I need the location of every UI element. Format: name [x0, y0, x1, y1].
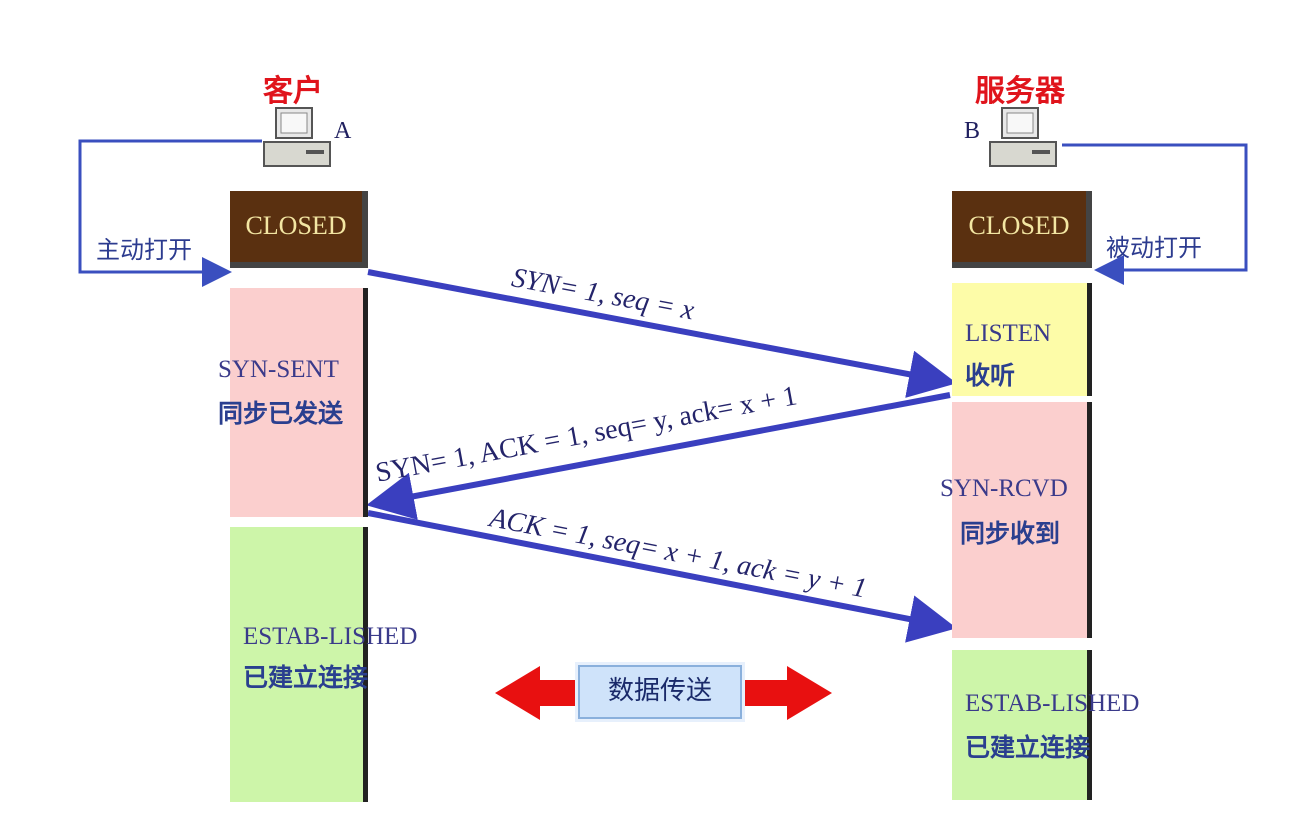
syn-sent-zh-label: 同步已发送: [218, 399, 344, 428]
passive-open-loop: [1062, 143, 1248, 285]
passive-open-label: 被动打开: [1106, 234, 1202, 262]
client-title: 客户: [263, 74, 323, 109]
client-letter: A: [334, 118, 352, 144]
server-syn-rcvd-state: [952, 402, 1092, 638]
listen-zh-label: 收听: [965, 361, 1016, 390]
server-established-zh-label: 已建立连接: [965, 733, 1091, 762]
syn-rcvd-zh-label: 同步收到: [960, 519, 1061, 548]
active-open-loop: [78, 139, 262, 287]
server-closed-state: CLOSED: [952, 191, 1092, 268]
active-open-label: 主动打开: [96, 236, 192, 264]
client-established-state: [230, 527, 368, 802]
data-transfer-box: 数据传送: [578, 665, 742, 719]
data-arrow-left: [495, 666, 580, 720]
syn-sent-en-label: SYN-SENT: [218, 356, 339, 383]
server-letter: B: [964, 118, 981, 144]
syn-rcvd-en-label: SYN-RCVD: [940, 475, 1068, 502]
listen-en-label: LISTEN: [965, 320, 1052, 347]
syn-ack-arrow: [366, 392, 951, 520]
server-established-state: [952, 650, 1092, 800]
server-computer-icon: [989, 107, 1057, 167]
client-established-zh-label: 已建立连接: [243, 663, 369, 692]
client-closed-label: CLOSED: [245, 211, 347, 240]
server-listen-state: [952, 283, 1092, 396]
client-computer-icon: [263, 107, 331, 167]
syn-arrow: [367, 269, 957, 398]
client-syn-sent-state: [230, 288, 368, 517]
ack-arrow: [367, 510, 957, 643]
data-arrow-right: [745, 666, 832, 720]
client-closed-state: CLOSED: [230, 191, 368, 268]
server-closed-label: CLOSED: [968, 211, 1070, 240]
client-established-en-label: ESTAB-LISHED: [243, 623, 418, 650]
server-title: 服务器: [975, 74, 1065, 109]
server-established-en-label: ESTAB-LISHED: [965, 690, 1140, 717]
